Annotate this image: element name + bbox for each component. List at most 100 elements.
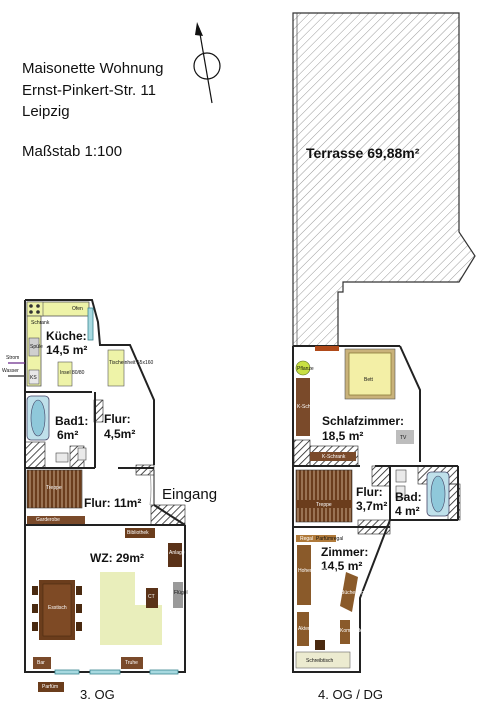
city: Leipzig — [22, 103, 70, 120]
bar — [33, 657, 51, 669]
oven-label: Ofen — [72, 306, 83, 312]
hall-upper-area: 4,5m² — [104, 427, 136, 441]
wardrobe — [27, 516, 85, 524]
street-address: Ernst-Pinkert-Str. 11 — [22, 82, 156, 99]
wall-hatch — [293, 439, 311, 467]
toilet — [395, 485, 406, 499]
desk — [295, 651, 351, 669]
bath2-area: 4 m² — [395, 504, 420, 518]
wardrobe-hall — [310, 452, 356, 461]
tv-label: CT — [148, 594, 155, 600]
room4-label: Zimmer: — [321, 545, 369, 559]
table-unit-label: Tischeinheit 55x160 — [109, 360, 154, 366]
wall-hatch — [135, 464, 155, 476]
piano — [173, 582, 183, 608]
dining-table-top — [42, 583, 72, 637]
scale-label: Maßstab 1:100 — [22, 143, 123, 160]
toilet — [77, 447, 87, 461]
living-room-label: WZ: 29m² — [90, 551, 144, 565]
file-shelf-label: Aktenregal — [298, 626, 322, 632]
piano-label: Flügel — [174, 590, 188, 596]
desk-label: Schreibtisch — [306, 658, 334, 664]
sink — [28, 337, 40, 357]
sink-label: Spüle — [30, 344, 43, 350]
burner-icon — [29, 310, 33, 314]
bookshelf-label: Bücherregal — [341, 590, 368, 596]
stairs-label: Treppe — [46, 485, 62, 491]
washbasin — [395, 469, 407, 483]
stair-landing — [296, 500, 352, 508]
terrace-label: Terrasse 69,88m² — [306, 145, 420, 161]
fridge-label: KS — [30, 375, 37, 381]
washbasin — [55, 452, 69, 463]
chest — [121, 657, 143, 669]
tv4-label: TV — [400, 435, 407, 441]
wardrobe-hall-label: K-Schrank — [322, 454, 346, 460]
perfume-shelf — [340, 572, 358, 612]
wall-hatch — [371, 465, 391, 487]
hall-upper-label: Flur: — [104, 412, 131, 426]
tv-stand — [146, 588, 158, 608]
water-label: Wasser — [2, 368, 19, 374]
cabinet-label: Schrank — [31, 320, 50, 326]
terrace — [292, 12, 476, 347]
rug — [100, 572, 162, 645]
chairs — [32, 586, 82, 631]
electricity-label: Strom — [6, 355, 20, 361]
kitchen-island — [57, 361, 73, 387]
tall-wardrobe-label: Hoher K-Schrank — [298, 568, 337, 574]
kitchen-table-unit — [107, 349, 125, 387]
room4-area: 14,5 m² — [321, 559, 363, 573]
dining-label: Esstisch — [48, 605, 67, 611]
kitchen-area: 14,5 m² — [46, 343, 88, 357]
north-arrow-icon — [193, 22, 221, 104]
apartment-title: Maisonette Wohnung — [22, 60, 164, 77]
wall-hatch — [447, 483, 461, 521]
desk-chair — [315, 640, 325, 650]
shelf-label: Regal — [300, 536, 314, 542]
file-shelf — [297, 612, 309, 646]
perfume-cabinet — [38, 682, 64, 692]
bedroom-area: 18,5 m² — [322, 429, 364, 443]
window — [87, 307, 94, 341]
staircase — [295, 469, 353, 523]
bedroom-label: Schlafzimmer: — [322, 414, 405, 428]
island-label: Insel 80/80 — [60, 370, 85, 376]
staircase — [26, 469, 83, 509]
burner-icon — [36, 304, 40, 308]
bookshelf — [125, 528, 155, 538]
plant-label: Pflanze — [297, 366, 314, 372]
mattress — [348, 352, 392, 396]
floor-3-caption: 3. OG — [80, 687, 115, 702]
hall4-label: Flur: — [356, 485, 383, 499]
bathtub-basin — [430, 475, 446, 513]
stove — [26, 301, 44, 317]
bath2-label: Bad: — [395, 490, 422, 504]
shelf — [296, 535, 336, 542]
hall-lower-label: Flur: 11m² — [84, 496, 142, 510]
plant-icon — [295, 360, 311, 376]
entrance-label: Eingang — [162, 486, 218, 503]
stairs4-label: Treppe — [316, 502, 332, 508]
sideboard — [168, 543, 182, 567]
wardrobe-label: Garderobe — [36, 517, 60, 523]
bath1-area: 6m² — [57, 428, 79, 442]
sideboard-label: Anlage — [169, 550, 185, 556]
bath1-label: Bad1: — [55, 414, 89, 428]
burner-icon — [36, 310, 40, 314]
kitchen-label: Küche: — [46, 329, 87, 343]
perfume-label: Parfüm — [42, 684, 59, 690]
hall4-area: 3,7m² — [356, 499, 388, 513]
fridge — [28, 369, 40, 385]
wardrobe-bed-label: K-Schrank — [297, 404, 321, 410]
floor-4-caption: 4. OG / DG — [318, 687, 384, 702]
bed-label: Bett — [364, 377, 373, 383]
wall-hatch — [24, 441, 46, 469]
tall-wardrobe — [297, 545, 311, 605]
windows — [54, 669, 179, 675]
wall-hatch — [357, 519, 391, 535]
door-frame — [315, 346, 339, 351]
dresser-label: Kommode — [340, 628, 363, 634]
chest-label: Truhe — [125, 660, 138, 666]
bookshelf — [340, 620, 350, 644]
